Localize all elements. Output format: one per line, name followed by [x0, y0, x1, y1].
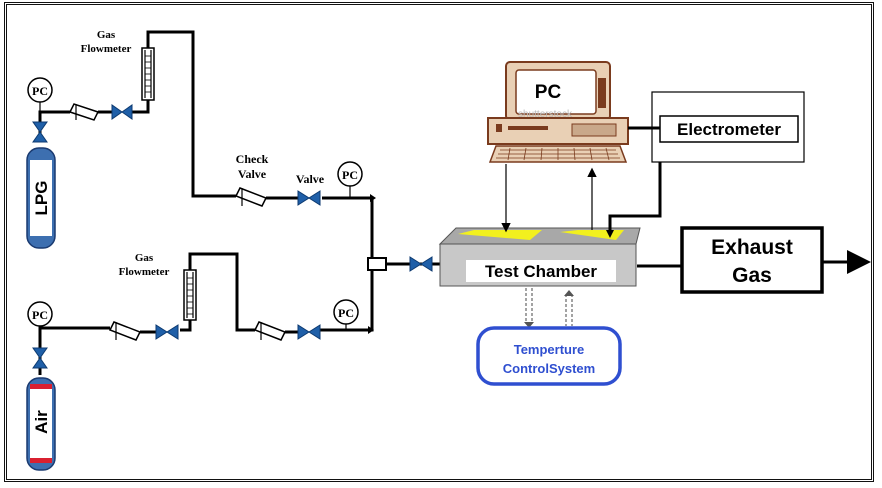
lpg-pc-gauge: PC	[27, 77, 53, 120]
pc-gauge-label: PC	[32, 84, 48, 98]
pipe-lpg-to-junction	[322, 196, 374, 258]
temperature-label-line1: Temperture	[514, 342, 585, 357]
lpg-valve-icon	[32, 121, 48, 143]
lpg-line-valve-icon	[111, 104, 133, 120]
pipe-junction	[367, 257, 387, 271]
pc-gauge-label: PC	[32, 308, 48, 322]
cable-arrow-icon	[606, 230, 614, 238]
chamber-inlet-valve-icon	[409, 256, 433, 272]
main-valve-icon: Valve	[296, 172, 325, 206]
main-pc-gauge: PC	[337, 161, 363, 198]
air-check-valve-icon	[108, 321, 156, 341]
pc-label: PC	[535, 82, 562, 103]
flowmeter-label-line1: Gas	[135, 252, 154, 264]
air-pc-gauge: PC	[27, 301, 53, 346]
electrometer-to-chamber-cable	[608, 162, 662, 232]
pipe-lpg-main	[146, 30, 230, 198]
exhaust-box: Exhaust Gas	[680, 226, 824, 294]
exhaust-label-line2: Gas	[732, 264, 772, 287]
pipe-air-to-flowmeter	[180, 318, 192, 332]
flowmeter-label-line2: Flowmeter	[119, 266, 170, 278]
air-main-check-valve-icon	[253, 321, 298, 341]
air-line-valve-icon	[155, 324, 179, 340]
air-main-pc-gauge: PC	[333, 299, 359, 330]
air-main-valve-icon	[297, 324, 321, 340]
pipe-lpg-to-flowmeter	[130, 100, 150, 114]
air-valve-icon	[32, 347, 48, 369]
lpg-cylinder: LPG	[26, 147, 56, 249]
pc-computer-icon: PC shutterstock	[487, 61, 629, 163]
test-chamber-label: Test Chamber	[485, 262, 597, 281]
lpg-label: LPG	[32, 181, 51, 216]
lpg-flowmeter: Gas Flowmeter	[81, 29, 155, 101]
pipe-air-main	[188, 252, 255, 332]
electrometer-label: Electrometer	[677, 120, 781, 139]
diagram-frame	[4, 2, 874, 482]
flowmeter-label-line2: Flowmeter	[81, 43, 132, 55]
pipe-network	[38, 30, 871, 375]
electrometer-box: Electrometer	[651, 91, 805, 163]
temperature-link-lines	[524, 288, 574, 328]
air-flowmeter: Gas Flowmeter	[119, 252, 197, 321]
check-valve-label-line1: Check	[236, 152, 269, 166]
valve-label: Valve	[296, 172, 325, 186]
exhaust-label-line1: Exhaust	[711, 236, 793, 259]
air-label: Air	[32, 410, 51, 434]
watermark: shutterstock	[518, 109, 573, 120]
pc-gauge-label: PC	[342, 168, 358, 182]
lpg-check-valve-icon	[56, 103, 112, 121]
main-check-valve-icon: Check Valve	[230, 152, 298, 207]
pc-gauge-label: PC	[338, 306, 354, 320]
flow-arrow-icon	[368, 326, 374, 334]
test-chamber: Test Chamber	[438, 227, 641, 287]
air-cylinder: Air	[26, 377, 56, 471]
flow-arrow-icon	[370, 194, 376, 202]
temperature-label-line2: ControlSystem	[503, 361, 595, 376]
pipe-air-up	[38, 326, 110, 375]
check-valve-label-line2: Valve	[238, 167, 267, 181]
flowmeter-label-line1: Gas	[97, 29, 116, 41]
temperature-control-system: Temperture ControlSystem	[476, 326, 622, 386]
